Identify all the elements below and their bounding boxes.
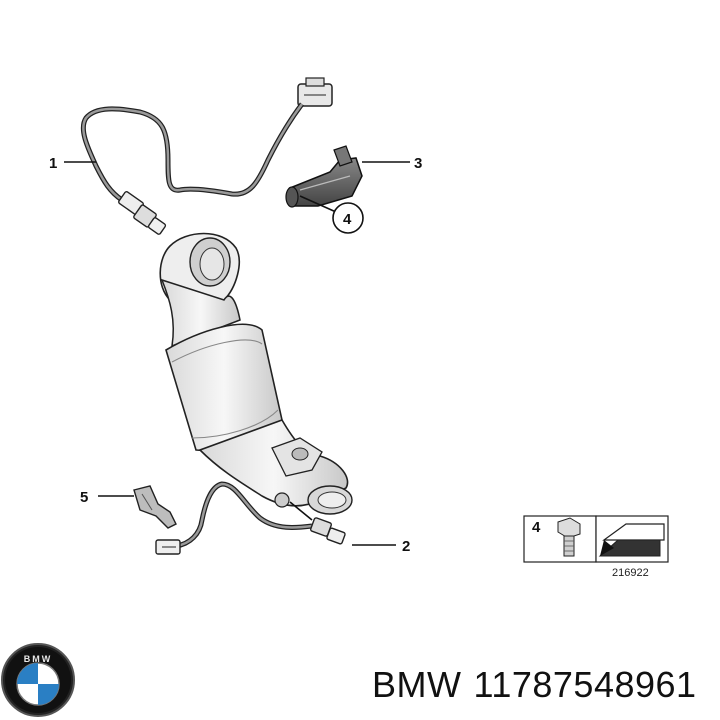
lower-sensor-connector [155,539,181,555]
logo-letters: BMW [24,654,53,664]
callout-5: 5 [80,489,88,506]
arrow-sheet-icon [598,523,665,557]
lower-sensor-body [310,517,346,545]
callout-3: 3 [414,155,422,172]
callout-4-label: 4 [343,211,352,228]
callout-leaders [64,161,410,546]
callout-3-label: 3 [414,155,422,172]
legend-box: 4 216922 [523,515,669,579]
reference-code: 216922 [612,567,649,579]
bmw-logo: BMW [1,643,75,717]
brand-part-title: BMW 11787548961 [372,664,709,706]
callout-4: 4 [332,202,364,234]
lower-oxygen-sensor [155,481,346,555]
callout-1: 1 [49,155,57,172]
callout-5-label: 5 [80,489,88,506]
wire-clip-part-5 [133,485,177,529]
legend-part-label: 4 [532,519,541,536]
brand-name: BMW [372,664,462,705]
upper-sensor-wire [80,102,305,203]
callout-2: 2 [402,538,410,555]
sensor-holder-part-3 [285,145,363,208]
bolt-icon [557,517,581,557]
callout-1-label: 1 [49,155,57,172]
upper-sensor-connector [297,77,333,107]
callout-2-label: 2 [402,538,410,555]
part-number: 11787548961 [473,664,697,705]
catalytic-converter [159,232,353,515]
upper-sensor-body [118,191,167,235]
upper-oxygen-sensor [80,77,333,235]
